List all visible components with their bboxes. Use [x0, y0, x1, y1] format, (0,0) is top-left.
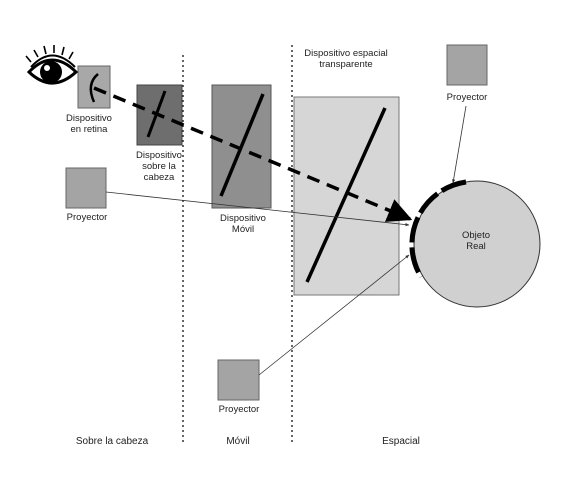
- mobile-device-label: Dispositivo Móvil: [220, 213, 266, 235]
- projector-left-label: Proyector: [66, 212, 108, 223]
- spatial-device-mirror: [305, 107, 387, 283]
- mobile-device-mirror: [219, 93, 265, 197]
- projector-top-box: [446, 44, 488, 86]
- projector-top-label: Proyector: [446, 92, 488, 103]
- real-object-circle: [413, 180, 541, 308]
- section-head-label: Sobre la cabeza: [75, 436, 149, 447]
- section-mobile-label: Móvil: [226, 436, 250, 447]
- spatial-device-label: Dispositivo espacial transparente: [304, 48, 388, 70]
- retina-device-label: Dispositivo en retina: [66, 113, 112, 135]
- eye-icon: [25, 45, 79, 85]
- projector-left-ray: [105, 191, 410, 227]
- projector-bottom-label: Proyector: [218, 404, 260, 415]
- head-device-label: Dispositivo sobre la cabeza: [136, 150, 182, 183]
- projector-bottom-ray: [258, 254, 410, 376]
- projector-left-box: [65, 167, 107, 209]
- real-object-projection-surface: [409, 179, 467, 279]
- real-object-label: Objeto Real: [462, 230, 490, 252]
- projector-top-ray: [452, 105, 467, 184]
- projector-bottom-box: [217, 359, 260, 401]
- section-spatial-label: Espacial: [382, 436, 420, 447]
- line-of-sight-arrow: [93, 86, 413, 222]
- retina-lens-icon: [89, 73, 99, 103]
